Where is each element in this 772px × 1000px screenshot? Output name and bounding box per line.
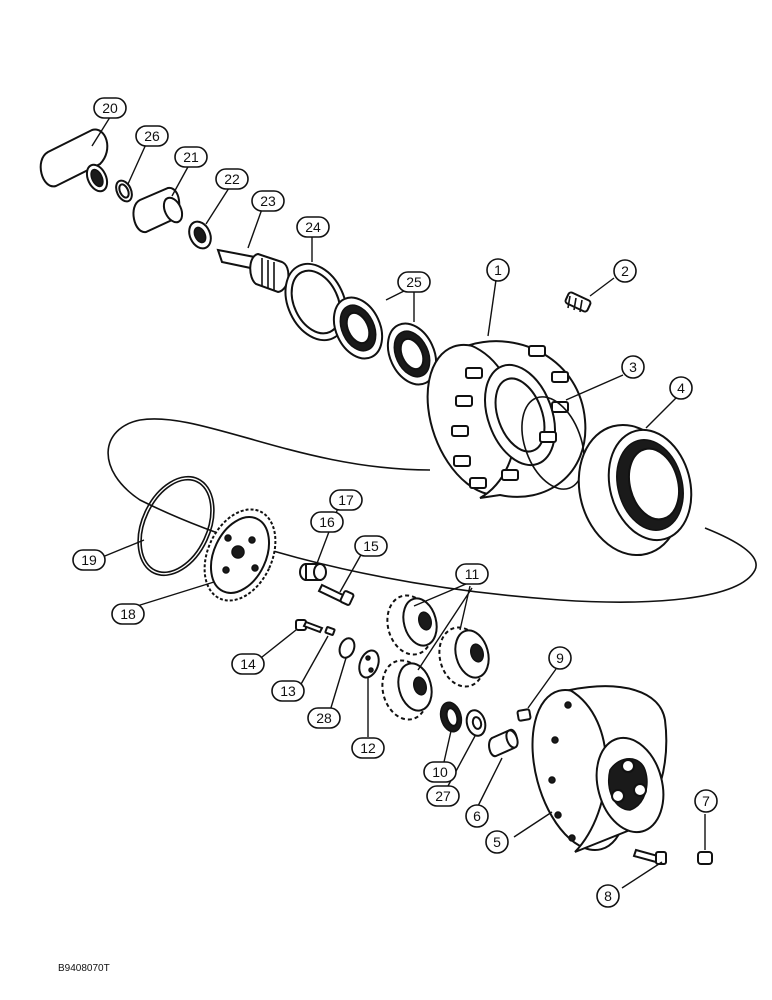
- callout-20: 20: [93, 97, 127, 119]
- callout-22: 22: [215, 168, 249, 190]
- svg-text:27: 27: [435, 788, 451, 804]
- plug-7: [697, 851, 713, 865]
- callout-7: 7: [694, 789, 718, 813]
- hub-studs: [451, 345, 569, 489]
- callout-10: 10: [423, 761, 457, 783]
- planet-gear-bottom: [381, 659, 433, 721]
- svg-text:13: 13: [280, 683, 296, 699]
- sleeve-20: [39, 128, 109, 193]
- callout-11: 11: [455, 563, 489, 585]
- svg-text:15: 15: [363, 538, 379, 554]
- bearing-10: [439, 701, 463, 733]
- svg-text:7: 7: [702, 793, 710, 809]
- pin-13: [324, 626, 336, 636]
- washer-27: [465, 709, 487, 737]
- callout-23: 23: [251, 190, 285, 212]
- callout-1: 1: [486, 258, 510, 282]
- ring-26: [115, 179, 133, 203]
- figure-id: B9408070T: [58, 963, 110, 974]
- screw-9: [516, 708, 532, 722]
- callout-24: 24: [296, 216, 330, 238]
- bolt-8: [632, 848, 667, 865]
- svg-text:28: 28: [316, 710, 332, 726]
- callout-6: 6: [465, 804, 489, 828]
- callout-27: 27: [426, 785, 460, 807]
- snap-ring-19: [137, 475, 215, 577]
- planet-gear-top: [386, 594, 438, 656]
- svg-text:2: 2: [621, 263, 629, 279]
- bearings-25: [332, 296, 438, 386]
- callout-12: 12: [351, 737, 385, 759]
- svg-text:4: 4: [677, 380, 685, 396]
- seal-24: [284, 262, 348, 342]
- callout-14: 14: [231, 653, 265, 675]
- svg-text:12: 12: [360, 740, 376, 756]
- planet-gears-11: [381, 594, 490, 721]
- planet-gear-right: [438, 626, 490, 688]
- svg-text:19: 19: [81, 552, 97, 568]
- sun-gear-18: [203, 508, 277, 602]
- svg-text:5: 5: [493, 834, 501, 850]
- thrust-washer-12: [358, 649, 380, 679]
- callout-9: 9: [548, 646, 572, 670]
- svg-text:20: 20: [102, 100, 118, 116]
- bolt-15: [317, 583, 355, 606]
- callout-8: 8: [596, 884, 620, 908]
- assembly-outline: [107, 418, 757, 603]
- callout-4: 4: [669, 376, 693, 400]
- svg-text:11: 11: [465, 566, 480, 582]
- svg-text:25: 25: [406, 274, 422, 290]
- capscrew-14: [295, 619, 324, 634]
- callout-19: 19: [72, 549, 106, 571]
- svg-text:10: 10: [432, 764, 448, 780]
- svg-text:9: 9: [556, 650, 564, 666]
- callout-16: 16: [310, 511, 344, 533]
- svg-text:22: 22: [224, 171, 240, 187]
- svg-text:24: 24: [305, 219, 321, 235]
- spacer-21: [132, 187, 184, 233]
- callout-5: 5: [485, 830, 509, 854]
- svg-text:14: 14: [240, 656, 256, 672]
- callout-26: 26: [135, 125, 169, 147]
- callout-13: 13: [271, 680, 305, 702]
- callout-25: 25: [397, 271, 431, 293]
- callout-17: 17: [329, 489, 363, 511]
- input-shaft-23: [216, 248, 290, 294]
- callout-15: 15: [354, 535, 388, 557]
- svg-text:18: 18: [120, 606, 136, 622]
- callout-2: 2: [613, 259, 637, 283]
- svg-text:16: 16: [319, 514, 335, 530]
- stud-2: [564, 291, 592, 313]
- svg-text:6: 6: [473, 808, 481, 824]
- ring-gear-4: [577, 423, 693, 557]
- disc-28: [338, 637, 356, 659]
- svg-text:17: 17: [338, 492, 354, 508]
- callouts: 20 26 21 22 23 24 25 1 2 3 4 17 16 15 19…: [72, 97, 718, 908]
- shaft-6: [488, 728, 519, 758]
- svg-text:3: 3: [629, 359, 637, 375]
- bushing-16-17: [299, 563, 327, 581]
- o-ring-3: [521, 396, 585, 490]
- callout-21: 21: [174, 146, 208, 168]
- leader-lines: [91, 113, 706, 889]
- svg-text:1: 1: [494, 262, 502, 278]
- svg-text:23: 23: [260, 193, 276, 209]
- planetary-carrier-5: [531, 685, 668, 853]
- callout-28: 28: [307, 707, 341, 729]
- callout-18: 18: [111, 603, 145, 625]
- svg-text:8: 8: [604, 888, 612, 904]
- callout-3: 3: [621, 355, 645, 379]
- washer-22: [188, 220, 212, 250]
- svg-text:21: 21: [183, 149, 199, 165]
- svg-text:26: 26: [144, 128, 160, 144]
